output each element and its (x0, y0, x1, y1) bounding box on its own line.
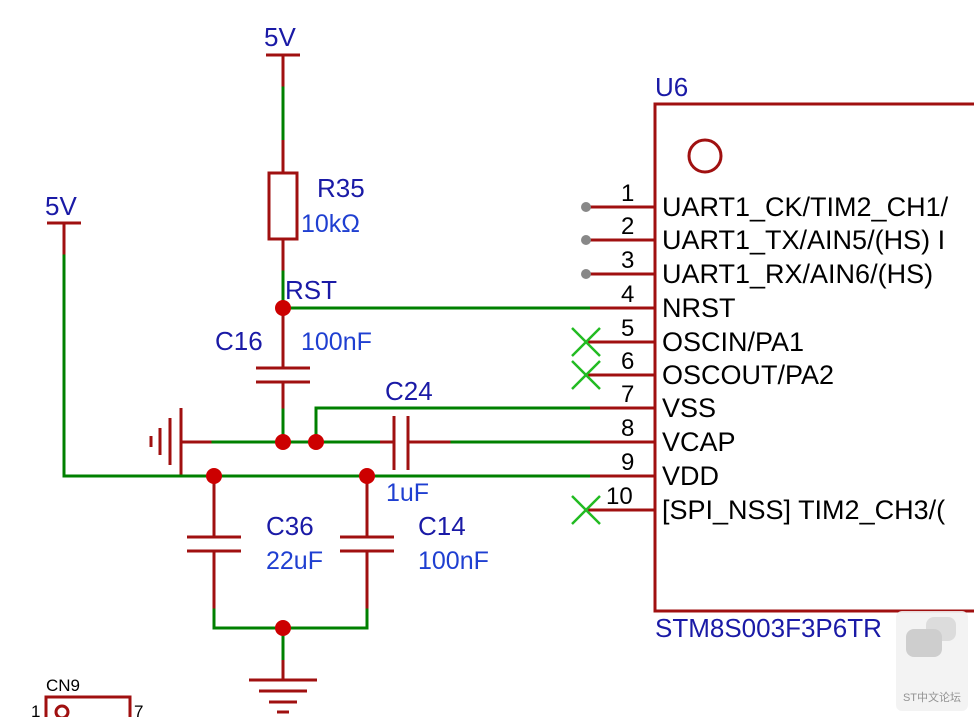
r35-value: 10kΩ (301, 210, 360, 238)
watermark-text: ST中文论坛 (902, 692, 962, 704)
pin-name: UART1_TX/AIN5/(HS) I (662, 225, 945, 255)
pin-name: VSS (662, 393, 716, 423)
pin-name: NRST (662, 293, 736, 323)
pin-name: OSCOUT/PA2 (662, 360, 834, 390)
pin-number: 10 (606, 483, 633, 510)
power-5v-top: 5V (264, 22, 300, 88)
no-connect-markers (571, 327, 601, 525)
ic-pin-names: UART1_CK/TIM2_CH1/ UART1_TX/AIN5/(HS) I … (662, 192, 949, 525)
junction-dot (275, 300, 291, 316)
cn9-pin-right: 7 (134, 702, 143, 717)
cn9-ref: CN9 (46, 676, 80, 695)
pin-number: 5 (621, 315, 634, 342)
junction-dot (275, 434, 291, 450)
capacitor-c24[interactable]: C24 1uF (385, 376, 452, 507)
connector-cn9[interactable]: CN9 1 7 (31, 676, 143, 717)
pin-number: 8 (621, 415, 634, 442)
pin-number: 6 (621, 348, 634, 375)
c24-value: 1uF (386, 479, 429, 507)
pin-number: 7 (621, 381, 634, 408)
no-connect-icon (571, 327, 601, 357)
power-5v-left: 5V (45, 191, 81, 256)
junction-dot (359, 468, 375, 484)
ground-symbol-bottom (249, 660, 317, 714)
junction-dot (308, 434, 324, 450)
net-label-5v-left: 5V (45, 191, 77, 221)
capacitor-c14[interactable]: C14 100nF (340, 476, 489, 610)
pin-name: [SPI_NSS] TIM2_CH3/( (662, 495, 945, 525)
ic-u6[interactable]: U6 STM8S003F3P6TR (653, 72, 974, 643)
pin-number: 1 (621, 180, 634, 207)
ic-pin-numbers: 1 2 3 4 5 6 7 8 9 10 (606, 180, 634, 510)
pin-endpoint (581, 235, 591, 245)
no-connect-icon (571, 360, 601, 390)
junction-dot (206, 468, 222, 484)
pin-endpoint (581, 269, 591, 279)
connector-pin-icon (54, 704, 70, 717)
c36-value: 22uF (266, 547, 323, 575)
r35-ref: R35 (317, 173, 365, 203)
no-connect-icon (571, 495, 601, 525)
c16-value: 100nF (301, 328, 372, 356)
pin-name: UART1_RX/AIN6/(HS) (662, 259, 933, 289)
pin-number: 3 (621, 247, 634, 274)
net-label-rst: RST (285, 275, 337, 305)
pin-name: VCAP (662, 427, 736, 457)
ic-pin-stubs (588, 205, 655, 512)
ic-ref: U6 (655, 72, 688, 102)
pin1-marker-icon (687, 138, 723, 174)
pin-name: UART1_CK/TIM2_CH1/ (662, 192, 949, 222)
c36-ref: C36 (266, 511, 314, 541)
cn9-pin-left: 1 (31, 702, 40, 717)
chat-bubble-icon (906, 629, 942, 657)
c24-ref: C24 (385, 376, 433, 406)
junctions (206, 300, 375, 636)
pin-endpoint (581, 202, 591, 212)
forum-watermark: ST中文论坛 (896, 611, 968, 711)
net-label-5v-top: 5V (264, 22, 296, 52)
capacitor-c16[interactable]: C16 100nF (215, 326, 372, 410)
resistor-r35[interactable]: R35 10kΩ (267, 171, 365, 272)
pin-number: 2 (621, 213, 634, 240)
capacitor-c36[interactable]: C36 22uF (187, 476, 323, 610)
junction-dot (275, 620, 291, 636)
c14-ref: C14 (418, 511, 466, 541)
ic-part-number: STM8S003F3P6TR (655, 613, 882, 643)
pin-number: 4 (621, 281, 634, 308)
ground-symbol-left (149, 408, 213, 475)
pin-number: 9 (621, 449, 634, 476)
c14-value: 100nF (418, 547, 489, 575)
c16-ref: C16 (215, 326, 263, 356)
pin-name: VDD (662, 461, 719, 491)
pin-name: OSCIN/PA1 (662, 327, 804, 357)
